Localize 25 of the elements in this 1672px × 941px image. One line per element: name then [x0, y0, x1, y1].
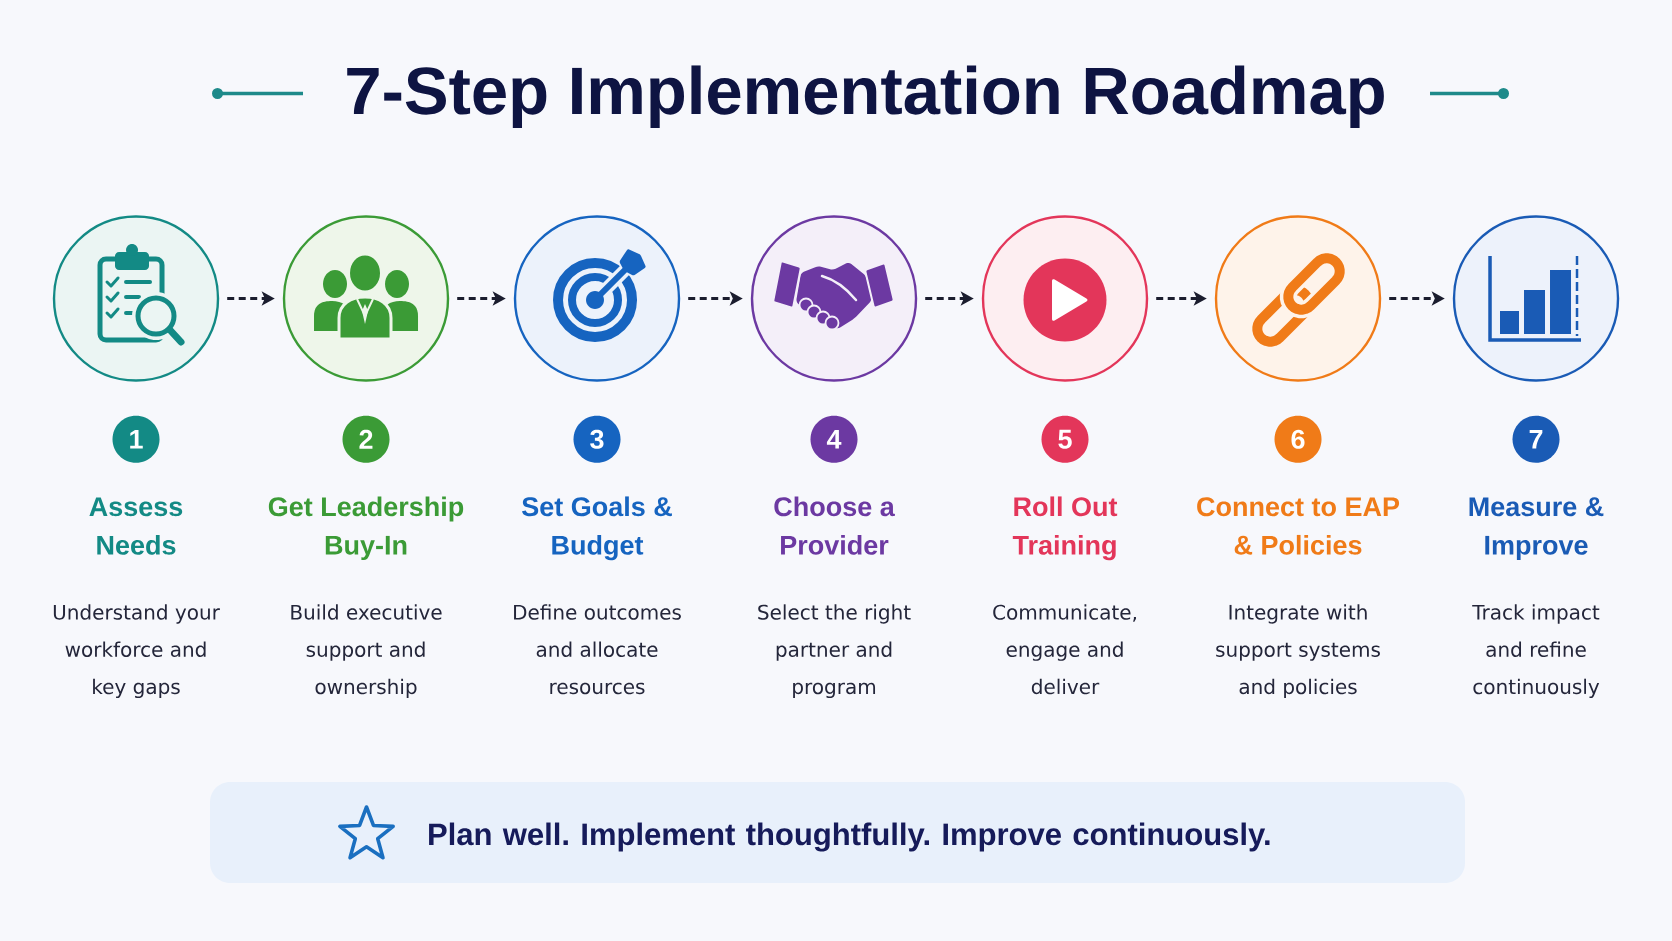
- number-badge: 7: [1512, 415, 1560, 463]
- step-heading: Choose a Provider: [774, 496, 895, 555]
- banner: Plan well. Implement thoughtfully. Improve continuously.: [210, 782, 1465, 883]
- step-description: Track impact and refine continuously: [1472, 604, 1600, 699]
- step-description: Build executive support and ownership: [291, 604, 442, 699]
- step-heading: Assess Needs: [89, 497, 183, 555]
- step-description: Define outcomes and allocate resources: [514, 604, 681, 695]
- title: 7-Step Implementation Roadmap: [347, 65, 1384, 128]
- step-heading: Connect to EAP & Policies: [1197, 497, 1400, 555]
- step-description: Understand your workforce and key gaps: [53, 604, 220, 699]
- number-badge: 1: [112, 415, 160, 463]
- number-badge: 4: [810, 415, 858, 463]
- number-badge: 5: [1041, 415, 1089, 463]
- step-heading: Get Leadership Buy-In: [268, 496, 464, 561]
- step-circle: [1214, 215, 1382, 382]
- step-heading: Set Goals & Budget: [522, 496, 672, 561]
- step-description: Select the right partner and program: [758, 604, 911, 699]
- step-heading: Roll Out Training: [1012, 496, 1118, 561]
- number-badge: 6: [1274, 415, 1322, 463]
- step-heading: Measure & Improve: [1469, 497, 1604, 561]
- step-circle: [513, 215, 681, 382]
- step-description: Communicate, engage and deliver: [993, 604, 1136, 695]
- number-badge: 3: [573, 415, 621, 463]
- number-badge: 2: [342, 415, 390, 463]
- step-description: Integrate with support systems and policies: [1216, 604, 1380, 699]
